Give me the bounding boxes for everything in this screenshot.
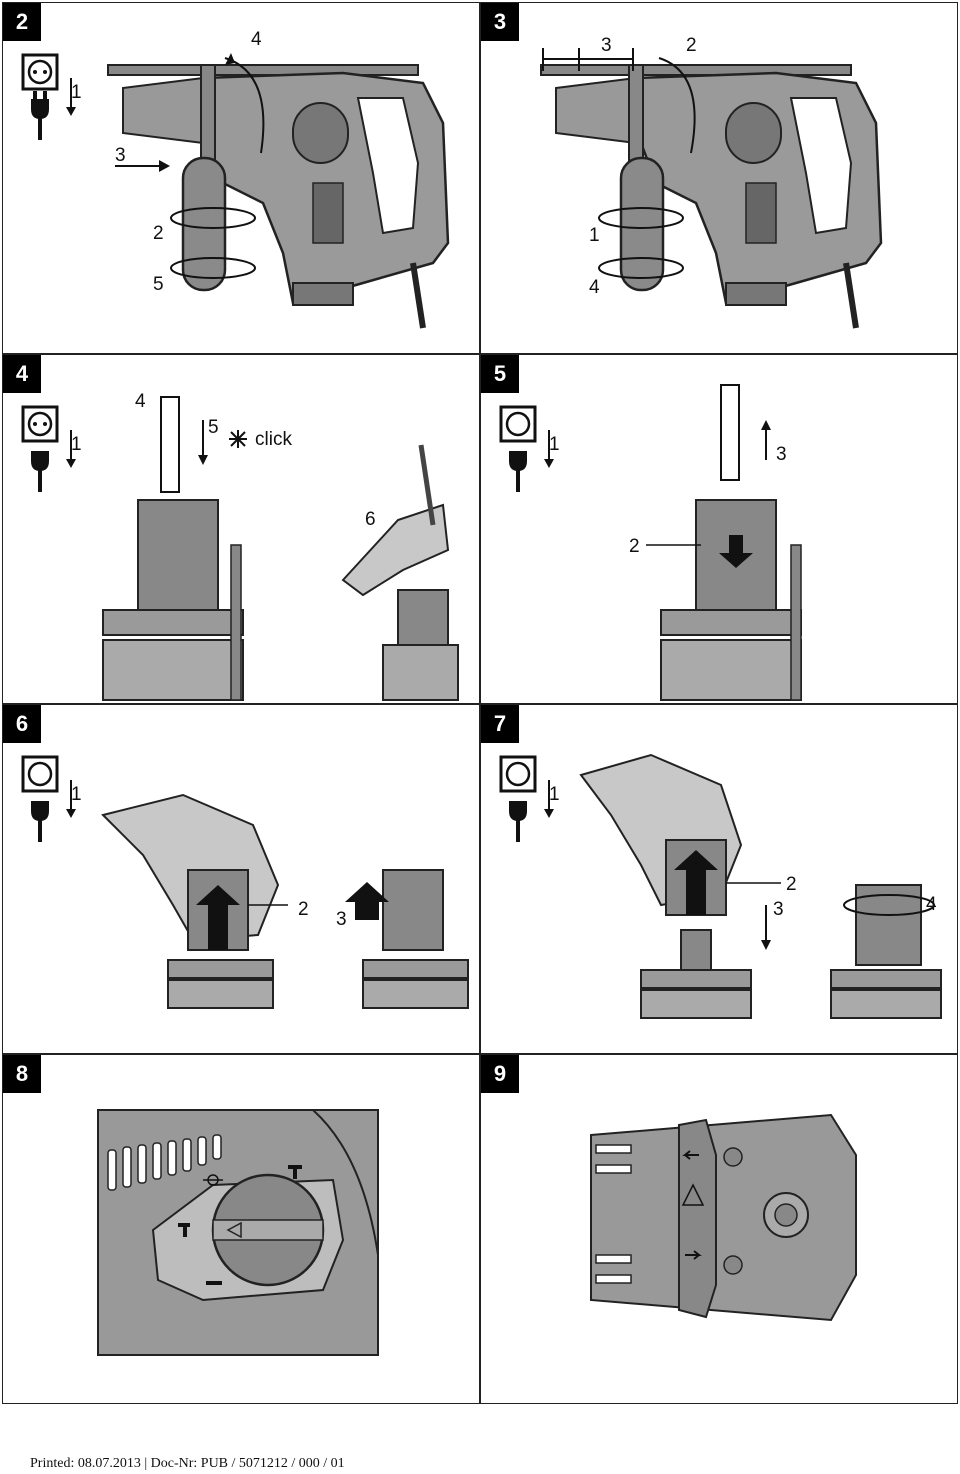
label: 2	[153, 223, 164, 244]
panel-9: 9	[480, 1054, 958, 1404]
panel-number: 8	[3, 1055, 41, 1093]
unplug-icon	[21, 405, 76, 492]
label: 4	[589, 277, 600, 298]
rotation-arrow-icon	[170, 57, 265, 279]
print-footer: Printed: 08.07.2013 | Doc-Nr: PUB / 5071…	[30, 1456, 345, 1471]
label: 3	[773, 899, 784, 920]
label: 3	[776, 444, 787, 465]
panel-6: 6 1 2 3	[2, 704, 480, 1054]
unplug-icon	[499, 405, 554, 492]
panel-number: 5	[481, 355, 519, 393]
panel-7-drawing: 1 2 3 4	[499, 753, 942, 1019]
unplug-icon	[499, 755, 554, 842]
label: 4	[251, 29, 262, 50]
label: 3	[115, 145, 126, 166]
panel-5: 5 1 2 3	[480, 354, 958, 704]
panel-9-drawing	[590, 1113, 857, 1322]
label: 1	[549, 784, 560, 805]
label: 1	[549, 434, 560, 455]
panel-number: 2	[3, 3, 41, 41]
label: 1	[71, 434, 82, 455]
panel-2: 2	[2, 2, 480, 354]
panel-5-drawing: 1 2 3	[499, 384, 802, 701]
click-text: click	[255, 429, 292, 450]
label: 5	[153, 274, 164, 295]
label: 1	[589, 225, 600, 246]
panel-4-drawing: 4 5 1 6 click	[21, 391, 459, 701]
label: 2	[629, 536, 640, 557]
label: 2	[786, 874, 797, 895]
chisel-icon	[178, 1223, 190, 1237]
unplug-icon	[21, 53, 76, 140]
panel-number: 7	[481, 705, 519, 743]
panel-number: 4	[3, 355, 41, 393]
hand-chuck-illustration	[101, 793, 469, 1009]
panel-3-drawing: 3 2 1 4	[540, 35, 883, 329]
label: 6	[365, 509, 376, 530]
hand-chuck-illustration	[579, 753, 942, 1019]
label: 5	[208, 417, 219, 438]
label: 2	[686, 35, 697, 56]
drill-icon	[203, 1174, 223, 1186]
chuck-illustration	[102, 396, 459, 701]
panel-3: 3 3 2 1	[480, 2, 958, 354]
panel-8: 8	[2, 1054, 480, 1404]
panel-8-drawing	[97, 1109, 379, 1356]
chuck-illustration	[660, 384, 802, 701]
panel-number: 9	[481, 1055, 519, 1093]
panel-number: 3	[481, 3, 519, 41]
hammer-icon	[288, 1165, 302, 1179]
label: 3	[601, 35, 612, 56]
label: 2	[298, 899, 309, 920]
click-burst-icon	[229, 430, 247, 448]
label: 1	[71, 784, 82, 805]
panel-6-drawing: 1 2 3	[21, 755, 469, 1009]
label: 4	[926, 894, 937, 915]
panel-2-drawing: 1 2 3 4 5	[21, 29, 450, 329]
label: 3	[336, 909, 347, 930]
unplug-icon	[21, 755, 76, 842]
label: 1	[71, 82, 82, 103]
mode-selector-dial[interactable]	[211, 1173, 325, 1287]
panel-number: 6	[3, 705, 41, 743]
drill-illustration	[540, 64, 883, 329]
lock-icon	[206, 1281, 222, 1285]
panel-7: 7	[480, 704, 958, 1054]
panel-4: 4 4	[2, 354, 480, 704]
direction-switch[interactable]	[678, 1118, 717, 1319]
label: 4	[135, 391, 146, 412]
illustration-grid: 2	[2, 2, 958, 1404]
